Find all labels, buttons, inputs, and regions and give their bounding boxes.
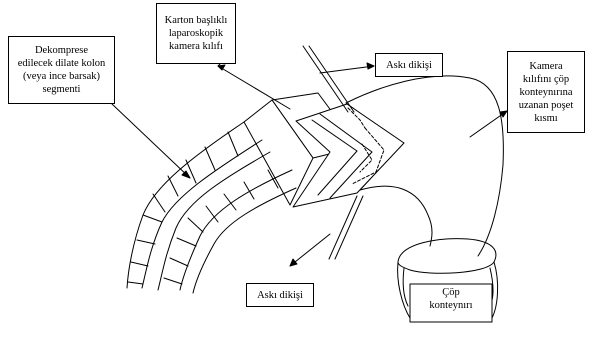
label-line: konteynırına xyxy=(519,86,572,99)
label-line: Askı dikişi xyxy=(257,289,303,302)
cardboard-head xyxy=(244,93,404,207)
label-line: laparoskopik xyxy=(169,27,223,40)
label-line: Kamera xyxy=(529,60,562,73)
bag-tube-outline xyxy=(360,186,432,246)
label-line: Karton başlıklı xyxy=(165,14,228,27)
label-line: Dekomprese xyxy=(35,44,88,57)
label-suspension-suture-top: Askı dikişi xyxy=(375,53,443,77)
suture-bottom xyxy=(329,196,363,259)
label-line: segmenti xyxy=(43,83,81,96)
label-line: Çöp xyxy=(410,286,492,299)
label-colon-segment: Dekomprese edilecek dilate kolon (veya i… xyxy=(8,36,115,104)
label-line: kamera kılıfı xyxy=(169,40,223,53)
label-line: (veya ince barsak) xyxy=(23,70,100,83)
label-line: uzanan poşet xyxy=(519,99,574,112)
label-bag-extension: Kamera kılıfını çöp konteynırına uzanan … xyxy=(507,51,585,133)
label-line: edilecek dilate kolon xyxy=(18,57,105,70)
label-line: konteynırı xyxy=(410,299,492,312)
label-suspension-suture-bottom: Askı dikişi xyxy=(246,283,314,307)
label-camera-sleeve: Karton başlıklı laparoskopik kamera kılı… xyxy=(156,3,236,64)
label-line: kılıfını çöp xyxy=(523,73,569,86)
label-trash-container: Çöp konteynırı xyxy=(410,286,492,312)
label-line: Askı dikişi xyxy=(386,59,432,72)
label-line: kısmı xyxy=(534,112,557,125)
